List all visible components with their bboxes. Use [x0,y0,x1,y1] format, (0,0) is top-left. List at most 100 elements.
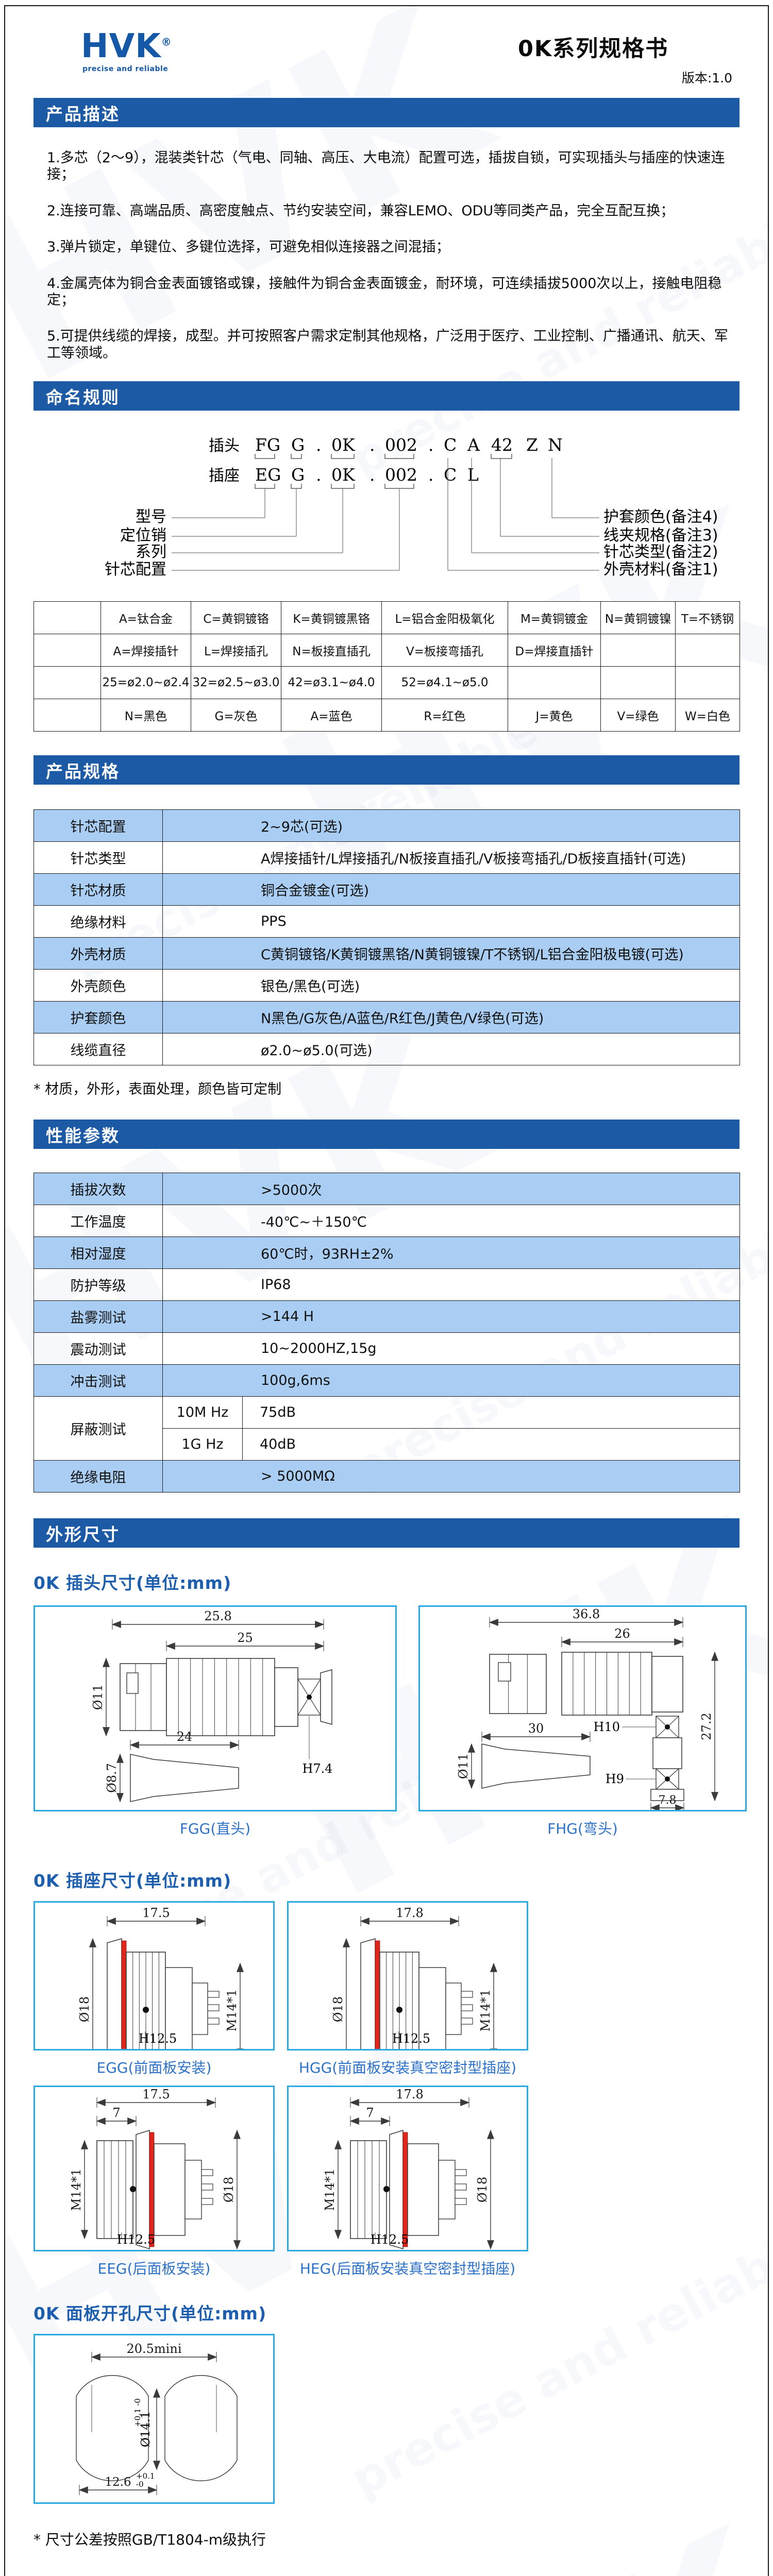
description-item: 2.连接可靠、高端品质、高密度触点、节约安装空间，兼容LEMO、ODU等同类产品… [47,202,675,219]
note-cell: K=黄铜镀黑铬 [281,601,382,635]
spec-value: N黑色/G灰色/A蓝色/R红色/J黄色/V绿色(可选) [162,1001,740,1034]
section-bar-performance: 性能参数 [33,1120,740,1149]
svg-text:.: . [316,465,322,485]
perf-value: 60℃时，93RH±2% [162,1236,740,1269]
spec-label: 针芯材质 [33,873,163,906]
socket-caption: HGG(前面板安装真空密封型插座) [298,2059,517,2077]
svg-text:24: 24 [177,1730,193,1744]
section-bar-product-description: 产品描述 [33,98,740,127]
note-cell: V=板接弯插孔 [381,634,508,667]
svg-text:Ø18: Ø18 [77,1996,92,2022]
perf-label: 相对湿度 [33,1236,163,1269]
socket-dims-heading: 0K 插座尺寸(单位:mm) [33,1871,232,1891]
svg-text:H12.5: H12.5 [371,2232,409,2247]
section-bar-naming-rules: 命名规则 [33,381,740,411]
svg-text:.: . [428,435,434,455]
section-bar-dimensions: 外形尺寸 [33,1518,740,1548]
note-cell: 25=ø2.0~ø2.4 [100,666,191,700]
version-label: 版本:1.0 [681,71,732,86]
perf-label: 工作温度 [33,1205,163,1238]
svg-text:Z: Z [526,435,538,455]
note-cell: N=黑色 [100,699,191,732]
svg-text:25.8: 25.8 [204,1609,231,1623]
svg-text:Ø14.1: Ø14.1 [139,2411,153,2447]
spec-label: 外壳材质 [33,937,163,970]
svg-text:C: C [444,435,457,455]
svg-text:A: A [467,435,480,455]
perf-value: > 5000MΩ [162,1460,740,1493]
svg-text:N: N [548,435,563,455]
perf-label: 防护等级 [33,1268,163,1301]
note-cell: J=黄色 [508,699,601,732]
socket-caption: EEG(后面板安装) [97,2260,211,2278]
svg-text:30: 30 [528,1721,544,1736]
svg-text:7.8: 7.8 [659,1794,677,1807]
note-cell [600,666,676,700]
svg-text:Ø18: Ø18 [331,1996,345,2022]
note-cell [675,666,740,700]
svg-text:002: 002 [385,435,417,455]
socket-caption: HEG(后面板安装真空密封型插座) [299,2260,516,2278]
plug-dims-heading: 0K 插头尺寸(单位:mm) [33,1573,232,1594]
perf-value: >144 H [162,1300,740,1333]
svg-text:12.6: 12.6 [105,2476,131,2489]
perf-value: 10~2000HZ,15g [162,1332,740,1365]
svg-text:.: . [428,465,434,485]
svg-text:插头: 插头 [209,437,240,455]
svg-text:17.8: 17.8 [396,2087,423,2102]
spec-label: 针芯类型 [33,841,163,874]
spec-label: 线缆直径 [33,1033,163,1066]
svg-text:针芯类型(备注2): 针芯类型(备注2) [603,543,718,561]
shield-value: 75dB [242,1396,740,1429]
spec-value: C黄铜镀铬/K黄铜镀黑铬/N黄铜镀镍/T不锈钢/L铝合金阳极电镀(可选) [162,937,740,970]
svg-text:M14*1: M14*1 [69,2168,83,2211]
svg-text:G: G [291,465,305,485]
note-cell: C=黄铜镀铬 [191,601,281,635]
perf-value: IP68 [162,1268,740,1301]
tolerance-note: * 尺寸公差按照GB/T1804-m级执行 [33,2531,266,2549]
product-description-list: 1.多芯（2～9），混装类针芯（气电、同轴、高压、大电流）配置可选，插拔自锁，可… [33,127,740,381]
svg-text:EG: EG [255,465,281,485]
svg-text:外壳材料(备注1): 外壳材料(备注1) [603,561,718,579]
note-cell: N=板接直插孔 [281,634,382,667]
svg-text:7: 7 [112,2106,120,2120]
svg-text:系列: 系列 [136,543,166,561]
svg-text:0K: 0K [331,435,356,455]
svg-text:Ø11: Ø11 [456,1753,470,1779]
spec-value: 铜合金镀金(可选) [162,873,740,906]
svg-text:42: 42 [491,435,513,455]
svg-text:Ø18: Ø18 [475,2177,490,2202]
svg-text:17.5: 17.5 [142,2087,170,2102]
note-cell: L=铝合金阳极氧化 [381,601,508,635]
section-bar-product-specs: 产品规格 [33,755,740,785]
spec-label: 护套颜色 [33,1001,163,1034]
svg-text:H10: H10 [594,1720,620,1734]
svg-text:.: . [369,435,375,455]
note-cell: 42=ø3.1~ø4.0 [281,666,382,700]
svg-text:-0: -0 [136,2480,144,2489]
svg-text:M14*1: M14*1 [323,2168,337,2211]
note-cell: M=黄铜镀金 [508,601,601,635]
svg-text:7: 7 [366,2106,374,2120]
spec-note: * 材质，外形，表面处理，颜色皆可定制 [33,1081,282,1098]
svg-text:20.5mini: 20.5mini [126,2342,181,2356]
svg-text:002: 002 [385,465,417,485]
note-cell: 32=ø2.5~ø3.0 [191,666,281,700]
svg-text:Ø18: Ø18 [222,2177,236,2202]
spec-value: 银色/黑色(可选) [162,969,740,1002]
note-label: 备注3 [33,666,101,700]
svg-text:17.5: 17.5 [142,1906,170,1920]
svg-text:0K: 0K [331,465,356,485]
svg-text:护套颜色(备注4): 护套颜色(备注4) [603,508,718,526]
svg-text:26: 26 [614,1626,630,1641]
